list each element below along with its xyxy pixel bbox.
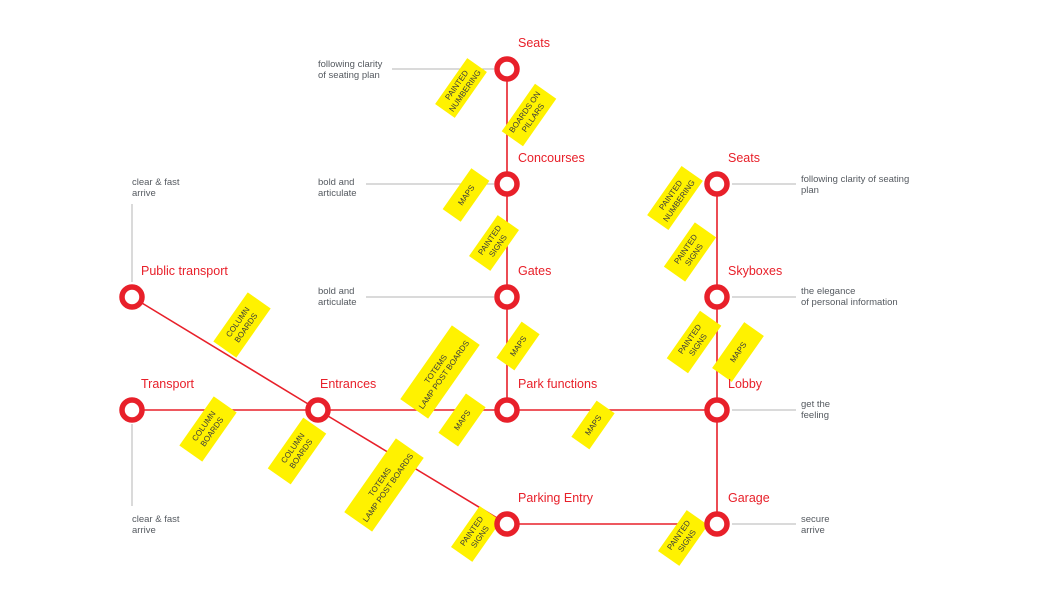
station-transport[interactable] (119, 397, 145, 423)
note-line: bold and (318, 177, 354, 188)
tag-painted-signs-skyboxes: PAINTED SIGNS (663, 222, 717, 282)
note-line: arrive (132, 525, 156, 536)
annotation-notes: following clarity of seating plan bold a… (132, 59, 909, 536)
note-line: bold and (318, 286, 354, 297)
station-label-concourses: Concourses (518, 151, 585, 165)
station-label-lobby: Lobby (728, 377, 763, 391)
station-label-park-functions: Park functions (518, 377, 597, 391)
tag-maps-concourses: MAPS (442, 168, 490, 222)
station-parking-entry[interactable] (494, 511, 520, 537)
note-leader-lines (131, 68, 796, 525)
tag-maps-gates: MAPS (496, 321, 540, 371)
sign-tags: PAINTED NUMBERING BOARDS ON PILLARS MAPS… (179, 58, 764, 566)
station-concourses[interactable] (494, 171, 520, 197)
station-label-gates: Gates (518, 264, 551, 278)
station-label-public-transport: Public transport (141, 264, 228, 278)
note-line: arrive (132, 188, 156, 199)
note-line: articulate (318, 297, 357, 308)
note-line: get the (801, 399, 830, 410)
station-label-garage: Garage (728, 491, 770, 505)
tag-painted-signs-lobby-left: PAINTED SIGNS (666, 310, 722, 374)
station-label-seats-right: Seats (728, 151, 760, 165)
note-line: the elegance (801, 286, 855, 297)
tag-painted-numbering-top: PAINTED NUMBERING (435, 58, 487, 118)
tag-painted-numbering-right: PAINTED NUMBERING (647, 165, 703, 231)
station-entrances[interactable] (305, 397, 331, 423)
station-label-seats-top: Seats (518, 36, 550, 50)
note-line: following clarity (318, 59, 383, 70)
tag-maps-park-left: MAPS (438, 393, 486, 447)
tag-column-boards-entrances: COLUMN BOARDS (267, 417, 327, 485)
station-skyboxes[interactable] (704, 284, 730, 310)
station-park-functions[interactable] (494, 397, 520, 423)
tag-boards-on-pillars: BOARDS ON PILLARS (501, 83, 557, 147)
station-seats-right[interactable] (704, 171, 730, 197)
station-label-parking-entry: Parking Entry (518, 491, 594, 505)
station-label-entrances: Entrances (320, 377, 376, 391)
note-line: arrive (801, 525, 825, 536)
note-line: articulate (318, 188, 357, 199)
tag-painted-signs-parking: PAINTED SIGNS (451, 506, 501, 562)
station-labels: Seats Concourses Gates Park functions Pa… (141, 36, 782, 505)
tag-maps-park-right: MAPS (571, 400, 615, 450)
note-line: clear & fast (132, 177, 180, 188)
station-label-skyboxes: Skyboxes (728, 264, 782, 278)
tag-column-boards-transport: COLUMN BOARDS (179, 396, 237, 462)
tag-column-boards-public: COLUMN BOARDS (213, 292, 271, 358)
station-garage[interactable] (704, 511, 730, 537)
tag-painted-signs-garage: PAINTED SIGNS (658, 510, 708, 566)
note-line: plan (801, 185, 819, 196)
tag-maps-lobby: MAPS (712, 322, 764, 382)
station-public-transport[interactable] (119, 284, 145, 310)
note-line: following clarity of seating (801, 174, 909, 185)
tag-painted-signs-gates: PAINTED SIGNS (469, 215, 519, 271)
note-line: of seating plan (318, 70, 380, 81)
station-lobby[interactable] (704, 397, 730, 423)
station-label-transport: Transport (141, 377, 195, 391)
note-line: feeling (801, 410, 829, 421)
station-gates[interactable] (494, 284, 520, 310)
note-line: of personal information (801, 297, 898, 308)
tag-totems-lower: TOTEMS LAMP POST BOARDS (344, 438, 424, 532)
note-line: secure (801, 514, 830, 525)
station-seats-top[interactable] (494, 56, 520, 82)
note-line: clear & fast (132, 514, 180, 525)
stations (119, 56, 730, 537)
